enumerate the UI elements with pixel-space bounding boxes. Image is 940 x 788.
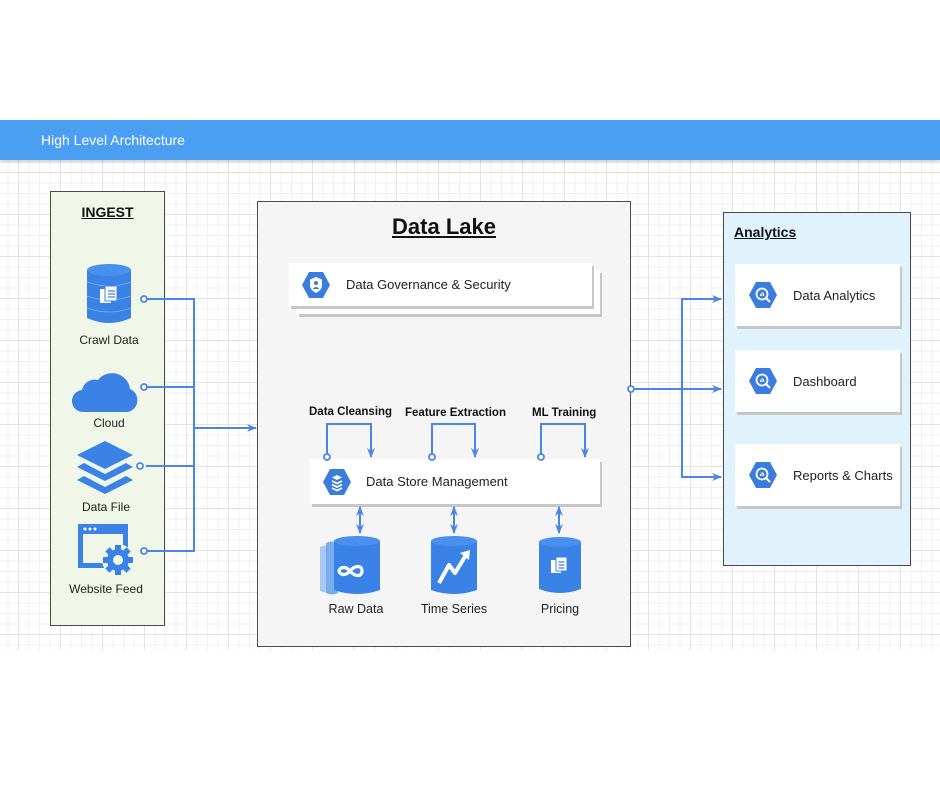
title-bar: High Level Architecture <box>0 120 940 160</box>
analytics-item-label: Data Analytics <box>793 287 876 303</box>
diagram-title: High Level Architecture <box>41 132 185 148</box>
store-label: Pricing <box>540 602 580 616</box>
analytics-item-label: Dashboard <box>793 373 857 389</box>
ingest-title: INGEST <box>81 204 134 220</box>
operation-label: Data Cleansing <box>309 406 393 418</box>
ingest-item-label: Website Feed <box>69 582 143 596</box>
data-store-management-label: Data Store Management <box>366 474 508 489</box>
analytics-search-icon <box>749 462 777 488</box>
analytics-item-label: Reports & Charts <box>793 467 893 483</box>
layers-icon[interactable] <box>76 440 134 496</box>
database-documents-icon[interactable] <box>538 536 582 596</box>
analytics-card[interactable]: Dashboard <box>735 350 900 412</box>
store-label: Time Series <box>420 602 488 616</box>
ingest-item-label: Data File <box>81 500 131 514</box>
analytics-title: Analytics <box>734 224 797 240</box>
analytics-card[interactable]: Data Analytics <box>735 264 900 326</box>
operation-label: Feature Extraction <box>405 407 506 419</box>
database-trend-icon[interactable] <box>430 535 478 597</box>
ingest-item-label: Cloud <box>93 416 125 430</box>
analytics-search-icon <box>749 368 777 394</box>
data-lake-title: Data Lake <box>392 214 496 239</box>
governance-card[interactable]: Data Governance & Security <box>289 263 592 306</box>
operation-label: ML Training <box>532 407 597 419</box>
database-documents-icon[interactable] <box>86 262 132 326</box>
security-shield-icon <box>302 271 330 298</box>
cloud-icon[interactable] <box>72 367 138 413</box>
browser-gear-icon[interactable] <box>76 522 138 578</box>
analytics-card[interactable]: Reports & Charts <box>735 444 900 506</box>
ingest-item-label: Crawl Data <box>79 333 139 347</box>
governance-label: Data Governance & Security <box>346 277 511 292</box>
data-store-management-card[interactable]: Data Store Management <box>310 459 600 504</box>
datastore-stack-icon <box>323 468 351 495</box>
database-infinity-icon[interactable] <box>317 535 383 597</box>
analytics-search-icon <box>749 282 777 308</box>
store-label: Raw Data <box>328 602 384 616</box>
